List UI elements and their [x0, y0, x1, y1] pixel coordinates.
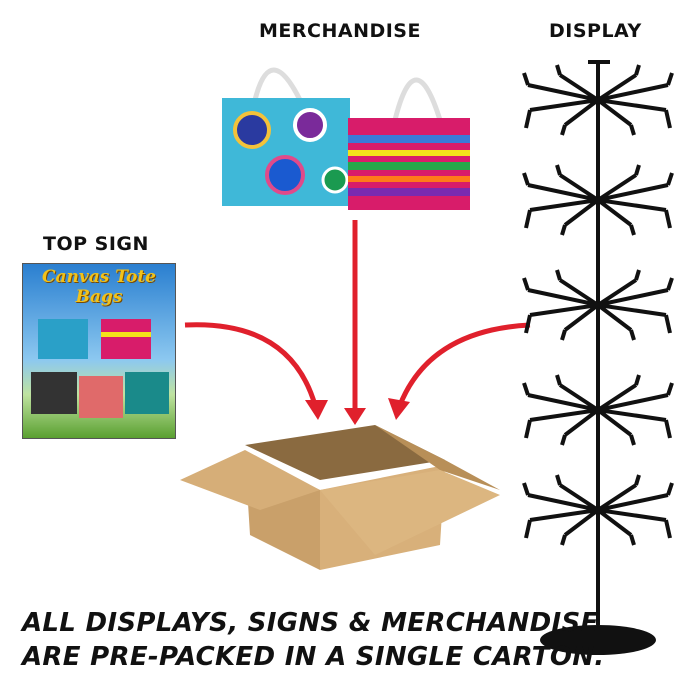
merchandise-bags [222, 67, 470, 210]
caption-line-2: ARE PRE-PACKED IN A SINGLE CARTON. [22, 642, 605, 672]
sign-bags [31, 319, 169, 418]
cardboard-carton [180, 425, 500, 570]
rack-hook-tier [522, 374, 674, 446]
rack-hook-tier [522, 164, 674, 236]
rack-base [540, 625, 656, 655]
caption-line-1: ALL DISPLAYS, SIGNS & MERCHANDISE [22, 608, 599, 638]
arrowheads [305, 398, 410, 425]
display-label: DISPLAY [549, 20, 642, 42]
merchandise-label: MERCHANDISE [259, 20, 421, 42]
sign-title: Canvas Tote Bags [42, 267, 156, 307]
arrow-from-display [397, 322, 531, 406]
rack-hook-tier [522, 64, 674, 136]
arrow-from-sign [184, 322, 318, 406]
display-rack [522, 60, 674, 625]
top-sign-label: TOP SIGN [43, 233, 149, 255]
arrows [184, 220, 531, 410]
rack-hook-tier [522, 269, 674, 341]
rack-hook-tier [522, 474, 674, 546]
top-sign-poster: Canvas Tote Bags [22, 263, 176, 439]
